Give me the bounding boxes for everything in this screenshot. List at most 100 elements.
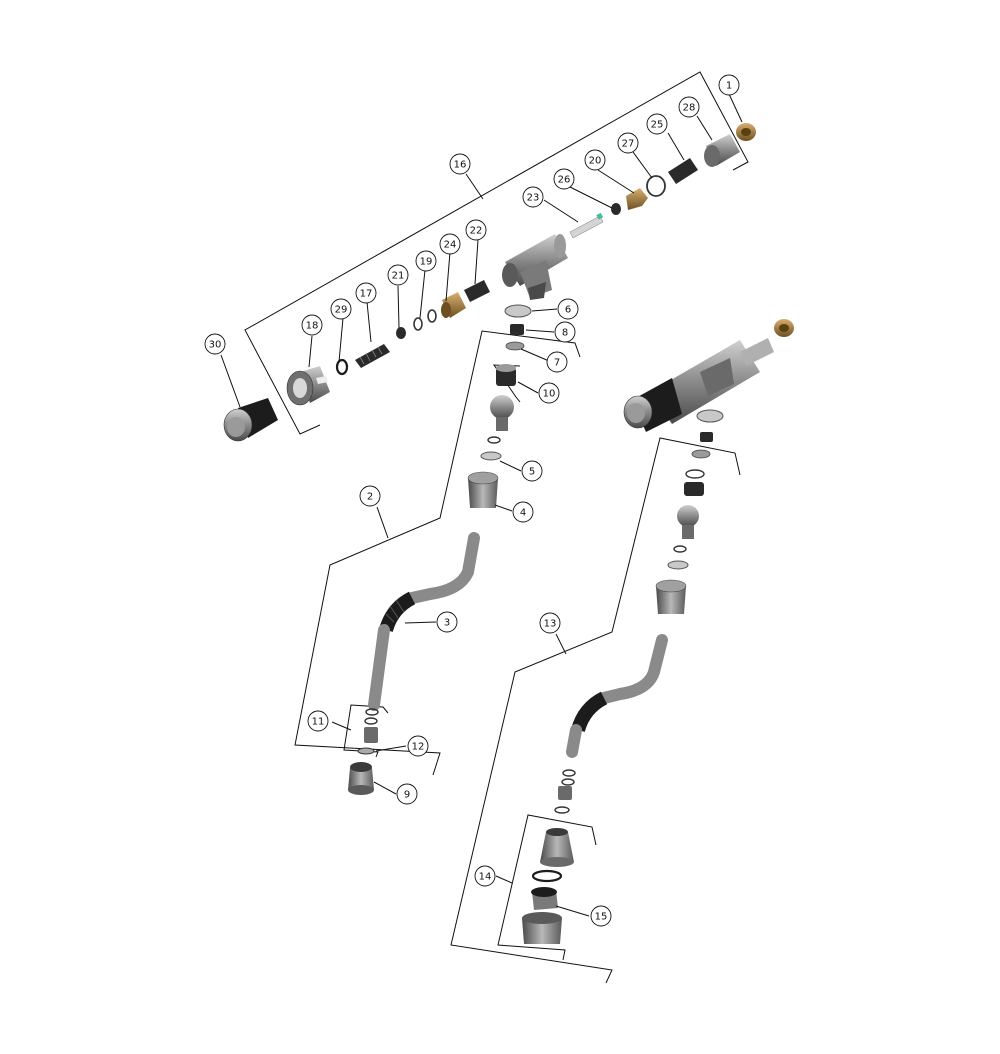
- callout-30: 30: [204, 333, 226, 355]
- part-9-cap: [348, 762, 374, 795]
- valve-body: [502, 234, 568, 300]
- callout-24: 24: [439, 233, 461, 255]
- part-12-washer: [357, 747, 375, 755]
- svg-text:5: 5: [529, 467, 535, 478]
- callout-19: 19: [415, 250, 437, 272]
- part-22-spring: [464, 280, 490, 302]
- part-19-ring: [413, 317, 423, 331]
- svg-text:11: 11: [312, 717, 325, 728]
- part-7-washer: [505, 341, 525, 351]
- callout-29: 29: [330, 298, 352, 320]
- part-10-top: [496, 368, 516, 386]
- svg-text:30: 30: [209, 340, 222, 351]
- svg-text:18: 18: [306, 321, 319, 332]
- callout-28: 28: [678, 96, 700, 118]
- svg-text:1: 1: [726, 81, 732, 92]
- callout-3: 3: [436, 611, 458, 633]
- callout-6: 6: [557, 298, 579, 320]
- callout-1: 1: [718, 74, 740, 96]
- part-21: [396, 327, 406, 339]
- part-19-ring-b: [427, 309, 437, 323]
- callout-27: 27: [617, 132, 639, 154]
- callout-2: 2: [359, 485, 381, 507]
- part-3-hose: [406, 532, 480, 604]
- part-30-cap: [223, 398, 278, 442]
- part-5-washer: [480, 451, 502, 461]
- callout-22: 22: [465, 219, 487, 241]
- svg-text:23: 23: [527, 193, 540, 204]
- callout-23: 23: [522, 186, 544, 208]
- bracket-16: [244, 71, 749, 435]
- svg-text:27: 27: [622, 139, 635, 150]
- part-17-spring: [355, 344, 390, 368]
- leader-lines: [220, 93, 743, 917]
- callout-16: 16: [449, 153, 471, 175]
- svg-text:14: 14: [479, 872, 492, 883]
- svg-text:20: 20: [589, 156, 602, 167]
- svg-text:17: 17: [360, 289, 373, 300]
- callout-26: 26: [553, 168, 575, 190]
- callout-7: 7: [546, 351, 568, 373]
- part-6-washer: [504, 304, 532, 318]
- svg-text:16: 16: [454, 160, 467, 171]
- svg-text:6: 6: [565, 305, 571, 316]
- assembly-brackets: [244, 71, 749, 984]
- svg-text:4: 4: [520, 508, 526, 519]
- part-24-brass: [441, 292, 466, 318]
- part-23-pin: [569, 212, 604, 239]
- callout-11: 11: [307, 710, 329, 732]
- part-28-fitting: [704, 134, 740, 167]
- svg-text:9: 9: [404, 790, 410, 801]
- bracket-14: [497, 814, 597, 961]
- callout-20: 20: [584, 149, 606, 171]
- left-hose-parts: [348, 304, 532, 795]
- svg-text:21: 21: [392, 271, 405, 282]
- part-25-spring: [668, 158, 698, 184]
- callout-4: 4: [512, 501, 534, 523]
- svg-text:28: 28: [683, 103, 696, 114]
- svg-text:22: 22: [470, 226, 483, 237]
- svg-text:29: 29: [335, 305, 348, 316]
- svg-text:25: 25: [651, 120, 664, 131]
- part-27-oring: [646, 175, 666, 197]
- svg-text:26: 26: [558, 175, 571, 186]
- part-18-nut: [286, 366, 330, 406]
- callout-13: 13: [539, 612, 561, 634]
- svg-text:12: 12: [412, 742, 425, 753]
- callout-17: 17: [355, 282, 377, 304]
- svg-text:13: 13: [544, 619, 557, 630]
- callouts: 1 2 3 4 5 6 7 8 9 10 11 12 13 14 15 16 1…: [204, 74, 740, 927]
- part-8: [510, 324, 524, 335]
- svg-text:15: 15: [595, 912, 608, 923]
- svg-text:8: 8: [562, 328, 568, 339]
- ball-joint: [490, 395, 514, 419]
- svg-text:2: 2: [367, 492, 373, 503]
- upper-assembly-parts: [223, 123, 756, 442]
- part-20-brass-hex: [626, 188, 648, 210]
- svg-text:10: 10: [543, 389, 556, 400]
- svg-text:24: 24: [444, 240, 457, 251]
- callout-5: 5: [521, 460, 543, 482]
- callout-21: 21: [387, 264, 409, 286]
- callout-25: 25: [646, 113, 668, 135]
- part-29-ring: [335, 358, 349, 376]
- bracket-13: [450, 437, 741, 984]
- callout-12: 12: [407, 735, 429, 757]
- bracket-2: [294, 330, 581, 776]
- callout-15: 15: [590, 905, 612, 927]
- callout-18: 18: [301, 314, 323, 336]
- right-assembly: [522, 319, 794, 944]
- bracket-11: [343, 704, 389, 758]
- svg-text:3: 3: [444, 618, 450, 629]
- part-1-brass-nut: [736, 123, 756, 141]
- svg-text:19: 19: [420, 257, 433, 268]
- callout-8: 8: [554, 321, 576, 343]
- svg-text:7: 7: [554, 358, 560, 369]
- part-4-sleeve: [467, 471, 499, 508]
- callout-9: 9: [396, 783, 418, 805]
- callout-14: 14: [474, 865, 496, 887]
- callout-10: 10: [538, 382, 560, 404]
- part-26: [611, 203, 621, 215]
